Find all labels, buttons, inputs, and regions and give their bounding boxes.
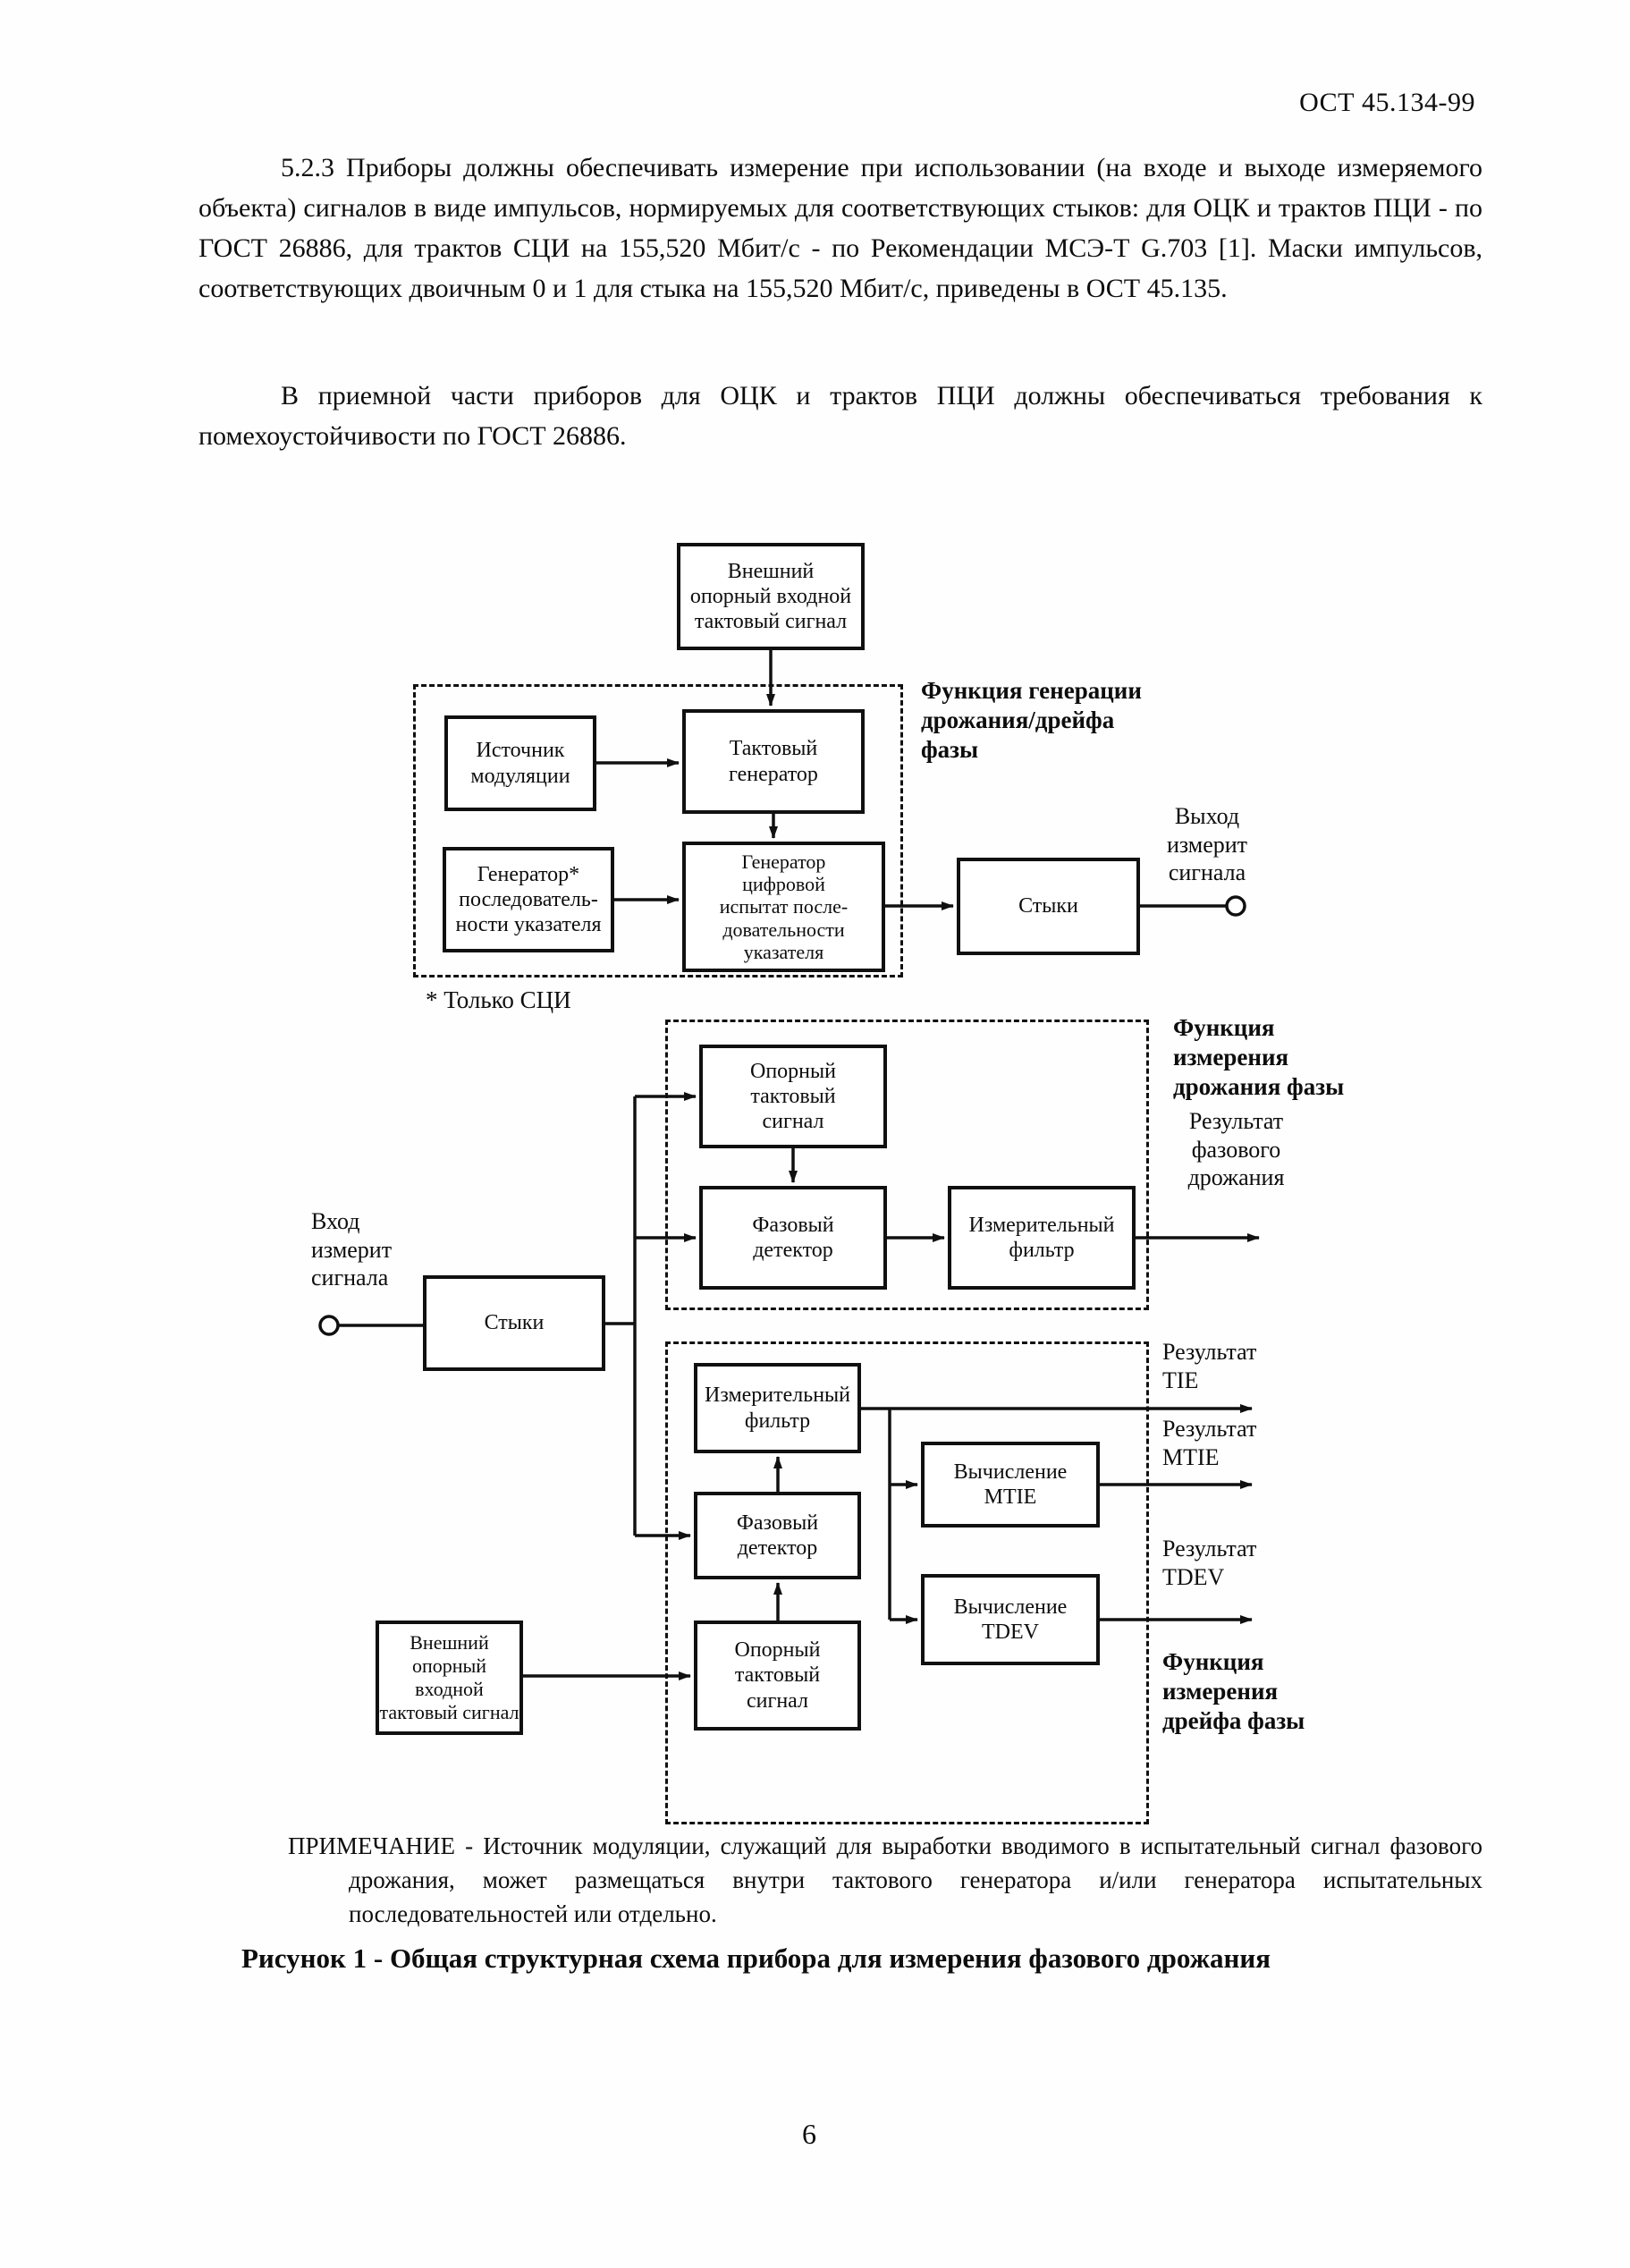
signal-input-label: Вход измерит сигнала: [311, 1208, 393, 1291]
pointer-sequence-generator-box: Генератор* последователь- ности указател…: [443, 847, 614, 952]
jitter-measurement-region: [665, 1020, 1149, 1310]
external-ref-clock-top-box: Внешний опорный входной тактовый сигнал: [677, 543, 865, 650]
jitter-function-label: Функция измерения дрожания фазы: [1173, 1014, 1345, 1100]
document-number: ОСТ 45.134-99: [1299, 88, 1475, 117]
measuring-filter-jitter-box: Измерительный фильтр: [948, 1186, 1136, 1290]
external-ref-clock-bottom-box: Внешний опорный входной тактовый сигнал: [376, 1621, 523, 1735]
ref-clock-wander-box: Опорный тактовый сигнал: [694, 1621, 861, 1731]
figure-caption: Рисунок 1 - Общая структурная схема приб…: [241, 1942, 1271, 1974]
signal-output-label: Выход измерит сигнала: [1166, 803, 1248, 886]
page-number: 6: [802, 2118, 816, 2150]
phase-detector-wander-box: Фазовый детектор: [694, 1492, 861, 1579]
paragraph-receiver-requirements: В приемной части приборов для ОЦК и трак…: [198, 381, 1482, 451]
jitter-result-label: Результат фазового дрожания: [1187, 1108, 1285, 1191]
tdev-result-label: Результат TDEV: [1162, 1536, 1257, 1590]
figure-note: ПРИМЕЧАНИЕ - Источник модуляции, служащи…: [288, 1832, 1482, 1927]
interfaces-input-box: Стыки: [423, 1275, 605, 1371]
generation-function-label: Функция генерации дрожания/дрейфа фазы: [921, 677, 1142, 763]
modulation-source-box: Источник модуляции: [444, 715, 596, 811]
interfaces-output-box: Стыки: [957, 858, 1140, 955]
paragraph-5-2-3: 5.2.3 Приборы должны обеспечивать измере…: [198, 153, 1482, 303]
phase-detector-jitter-box: Фазовый детектор: [699, 1186, 887, 1290]
sdh-only-footnote: * Только СЦИ: [426, 986, 571, 1013]
clock-generator-box: Тактовый генератор: [682, 709, 865, 814]
generation-function-region: [413, 684, 903, 977]
digital-test-sequence-generator-box: Генератор цифровой испытат после- довате…: [682, 842, 885, 972]
wander-function-label: Функция измерения дрейфа фазы: [1162, 1648, 1305, 1734]
tie-result-label: Результат TIE: [1162, 1339, 1257, 1393]
mtie-result-label: Результат MTIE: [1162, 1416, 1257, 1470]
wander-measurement-region: [665, 1341, 1149, 1824]
tdev-calculation-box: Вычисление TDEV: [921, 1574, 1100, 1665]
ref-clock-jitter-box: Опорный тактовый сигнал: [699, 1045, 887, 1148]
measuring-filter-wander-box: Измерительный фильтр: [694, 1363, 861, 1453]
mtie-calculation-box: Вычисление MTIE: [921, 1442, 1100, 1528]
